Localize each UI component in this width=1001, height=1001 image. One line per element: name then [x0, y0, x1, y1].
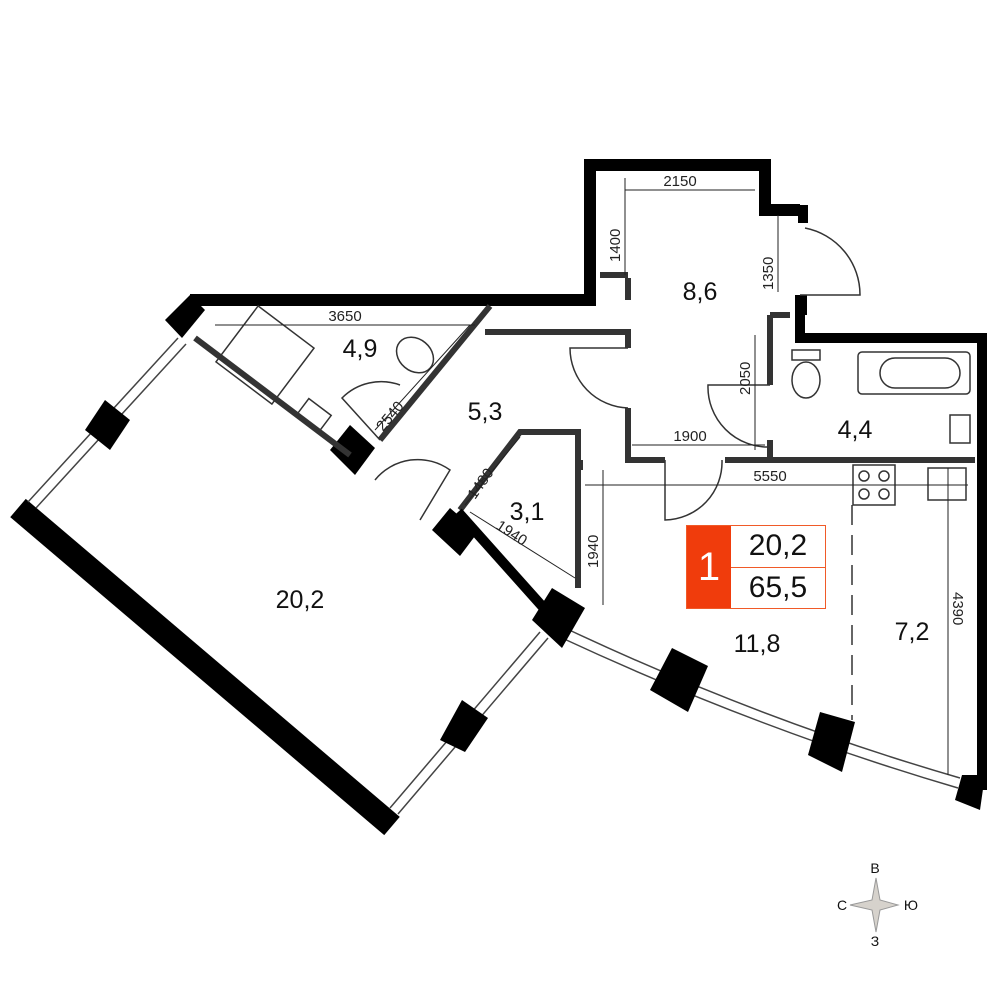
- dim-2150: 2150: [663, 173, 696, 190]
- apartment-badge: 1 20,2 65,5: [686, 525, 826, 609]
- living-area: 20,2: [731, 526, 825, 568]
- compass: В С Ю З: [837, 860, 918, 949]
- room-area-kitchen: 7,2: [895, 618, 930, 646]
- dim-3650: 3650: [328, 308, 361, 325]
- room-area-storage: 3,1: [510, 498, 545, 526]
- dim-1900: 1900: [673, 428, 706, 445]
- room-area-bath1: 4,9: [343, 335, 378, 363]
- compass-north: В: [870, 860, 879, 876]
- total-area: 65,5: [748, 570, 808, 604]
- dim-2050: 2050: [737, 362, 754, 395]
- compass-west: С: [837, 897, 847, 913]
- dim-4390: 4390: [949, 592, 966, 625]
- fixtures: [214, 304, 971, 720]
- compass-south: З: [871, 933, 879, 949]
- room-area-bath2: 4,4: [838, 416, 873, 444]
- room-area-kitchen-living: 11,8: [734, 630, 781, 658]
- room-area-entry: 8,6: [683, 278, 718, 306]
- dimension-labels: 3650 2540 2150 1400 1350 2050 1900 1480 …: [328, 173, 966, 625]
- dim-1940-kitchen: 1940: [585, 535, 602, 568]
- compass-east: Ю: [904, 897, 918, 913]
- dim-5550: 5550: [753, 468, 786, 485]
- outer-walls: [10, 159, 987, 836]
- room-area-hall: 5,3: [468, 398, 503, 426]
- compass-star-icon: [849, 877, 900, 933]
- doors: [340, 227, 861, 521]
- dim-1350: 1350: [760, 257, 777, 290]
- dimension-lines: [215, 178, 968, 775]
- room-labels: 20,2 4,9 5,3 8,6 4,4 3,1 11,8 7,2: [276, 278, 930, 658]
- dim-1400: 1400: [607, 229, 624, 262]
- interior-walls: [193, 272, 975, 619]
- rooms-count: 1: [687, 526, 731, 608]
- room-area-living: 20,2: [276, 586, 325, 614]
